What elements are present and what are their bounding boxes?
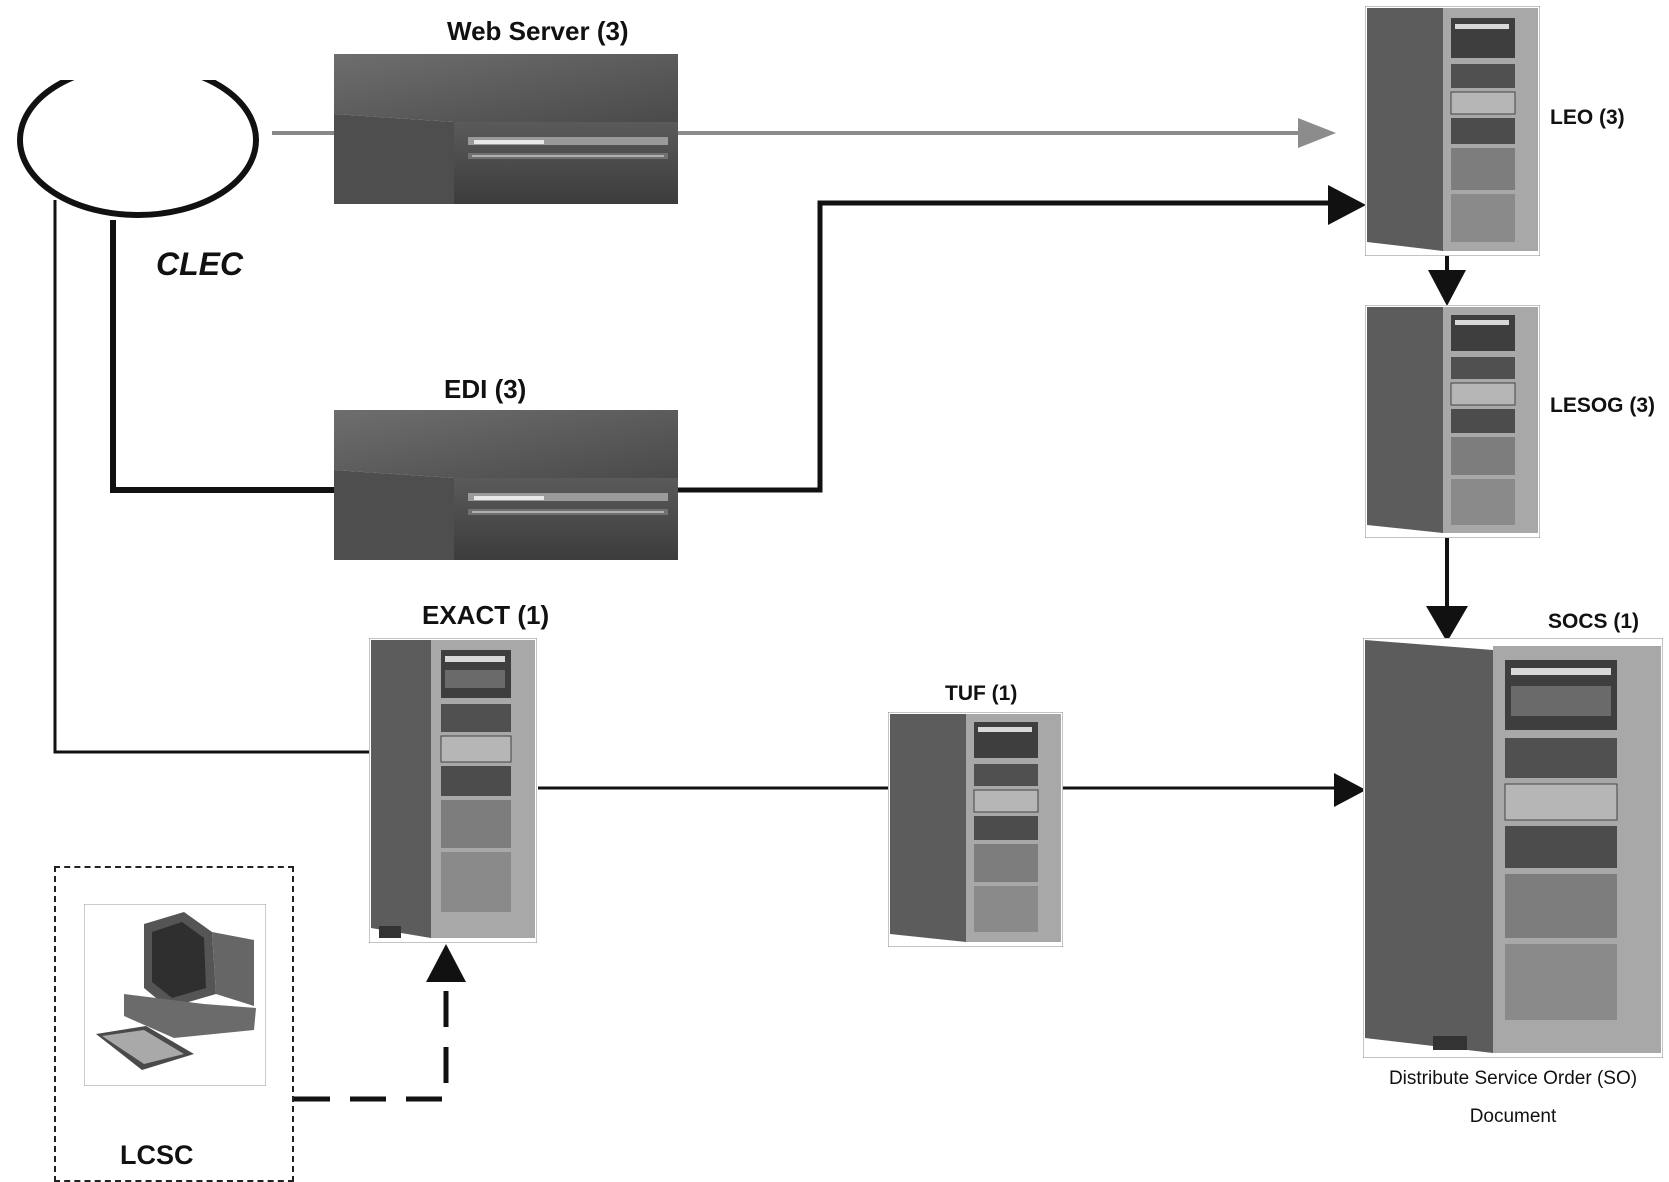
arrow-lcsc-to-exact [426,944,466,982]
link-lcsc-exact [294,980,449,1102]
computer-workstation-icon [84,904,266,1086]
tuf-label: TUF (1) [945,682,1018,705]
exact-label: EXACT (1) [422,600,550,630]
link-clec-exact [53,200,370,754]
arrow-leo-to-lesog [1428,270,1466,306]
arrow-to-leo-gray [1298,118,1336,148]
arrow-tuf-to-socs [1334,773,1366,807]
desktop-server-icon [334,410,678,565]
tower-server-icon [888,712,1063,947]
clec-label: CLEC [156,246,244,282]
webserver-label: Web Server (3) [447,16,629,46]
socs-caption-line2: Document [1469,1106,1557,1127]
edi-label: EDI (3) [444,374,527,404]
desktop-server-icon [334,54,678,209]
tower-server-icon [369,638,537,943]
tower-server-icon [1365,305,1540,538]
socs-label: SOCS (1) [1548,610,1640,633]
lesog-label: LESOG (3) [1550,394,1656,417]
arrow-lesog-to-socs [1426,606,1468,642]
leo-label: LEO (3) [1550,106,1625,129]
link-edi-leo [676,200,1330,493]
link-clec-edi [110,220,336,493]
lcsc-label: LCSC [120,1140,194,1170]
socs-caption-line1: Distribute Service Order (SO) [1388,1068,1638,1089]
arrow-edi-to-leo [1328,185,1366,225]
tower-server-icon [1363,638,1663,1058]
clec-ellipse [17,80,259,218]
tower-server-icon [1365,6,1540,256]
